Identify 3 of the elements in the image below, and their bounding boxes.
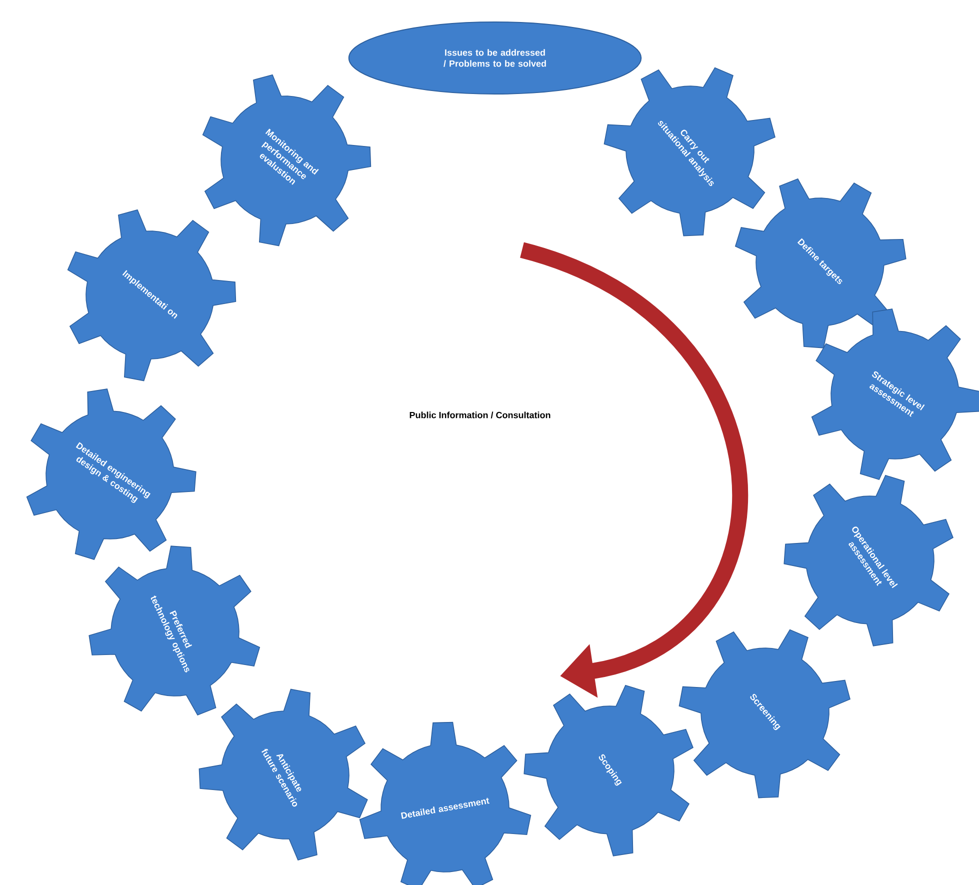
- ellipse-node: Issues to be addressed / Problems to be solved: [348, 22, 642, 94]
- gear: Detailed assessment: [359, 722, 532, 885]
- center-label: Public Information / Consultation: [410, 412, 550, 418]
